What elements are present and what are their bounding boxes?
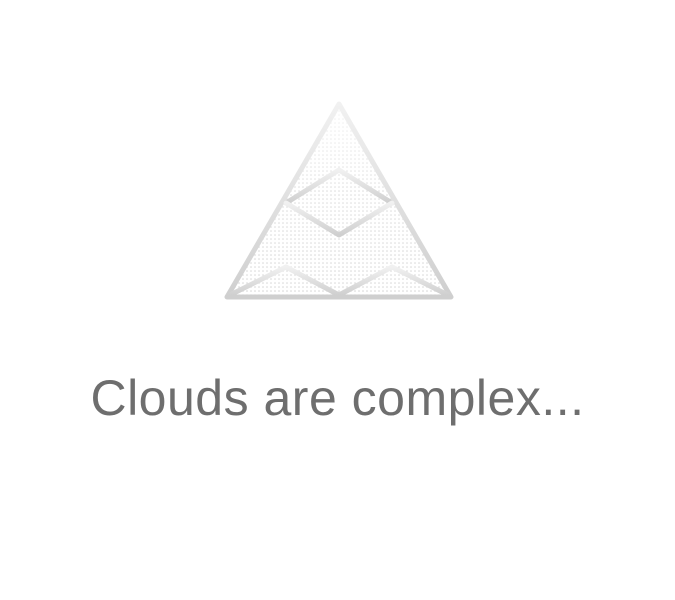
app-logo <box>218 94 460 306</box>
loading-message: Clouds are complex... <box>90 370 585 426</box>
triangle-cube-logo-icon <box>224 101 454 300</box>
